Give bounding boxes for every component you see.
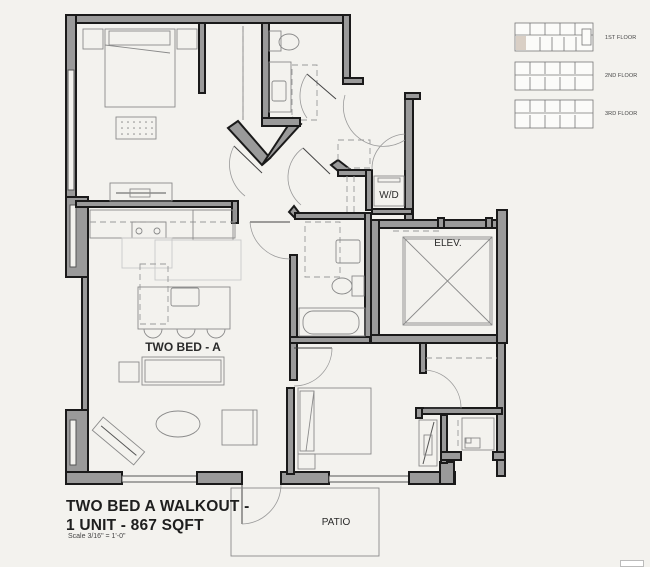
key-plan-label-floor-3: 3RD FLOOR [605, 111, 638, 117]
sink-icon-2 [335, 239, 361, 264]
side-table [118, 361, 140, 383]
sofa-icon [141, 356, 225, 386]
bathtub-icon [298, 307, 366, 337]
kitchen-island [137, 286, 231, 330]
patio: PATIO [230, 487, 380, 557]
tv-console [91, 416, 146, 466]
cooktop-icon [131, 221, 167, 239]
elevator-label: ELEV. [434, 238, 461, 249]
armchair [221, 409, 258, 446]
kitchen-living: TWO BED - A [89, 209, 258, 466]
key-plan [514, 22, 594, 129]
walls [65, 14, 508, 485]
rug [115, 116, 157, 140]
bed-2-icon [297, 387, 372, 455]
sink-icon [271, 80, 287, 102]
key-plan-floor-3 [514, 99, 594, 129]
key-plan-floor-1 [514, 22, 594, 52]
counter [89, 209, 236, 239]
toilet-icon-2 [331, 277, 353, 295]
bathroom-2 [298, 221, 366, 337]
doors [229, 94, 462, 525]
plan-title: TWO BED A WALKOUT - 1 UNIT - 867 SQFT [66, 497, 249, 535]
dresser-tv [109, 182, 173, 202]
laundry-label: W/D [379, 190, 398, 201]
island-sink-icon [170, 287, 200, 307]
bedroom-1 [82, 26, 244, 202]
elevator: ELEV. [393, 230, 493, 326]
logo-mark [620, 560, 644, 567]
key-plan-label-floor-2: 2ND FLOOR [605, 73, 638, 79]
nightstand-left [82, 28, 104, 50]
bedroom-2 [297, 357, 497, 470]
bed-icon [104, 28, 176, 108]
bathroom-1 [268, 30, 337, 121]
key-plan-label-floor-1: 1ST FLOOR [605, 35, 637, 41]
toilet-icon [278, 33, 300, 51]
plan-title-line-1: TWO BED A WALKOUT - [66, 498, 250, 515]
tv-stand-2 [418, 419, 438, 467]
patio-label: PATIO [322, 517, 351, 528]
coffee-table [155, 410, 201, 438]
scale-note: Scale 3/16" = 1'-0" [68, 533, 126, 540]
washer-dryer: W/D [373, 175, 405, 207]
highlighted-unit [516, 36, 526, 50]
nightstand-right [176, 28, 198, 50]
fridge [192, 209, 234, 241]
unit-label: TWO BED - A [145, 340, 221, 354]
key-plan-floor-2 [514, 61, 594, 91]
plan-title-line-2: 1 UNIT - 867 SQFT [66, 517, 204, 534]
